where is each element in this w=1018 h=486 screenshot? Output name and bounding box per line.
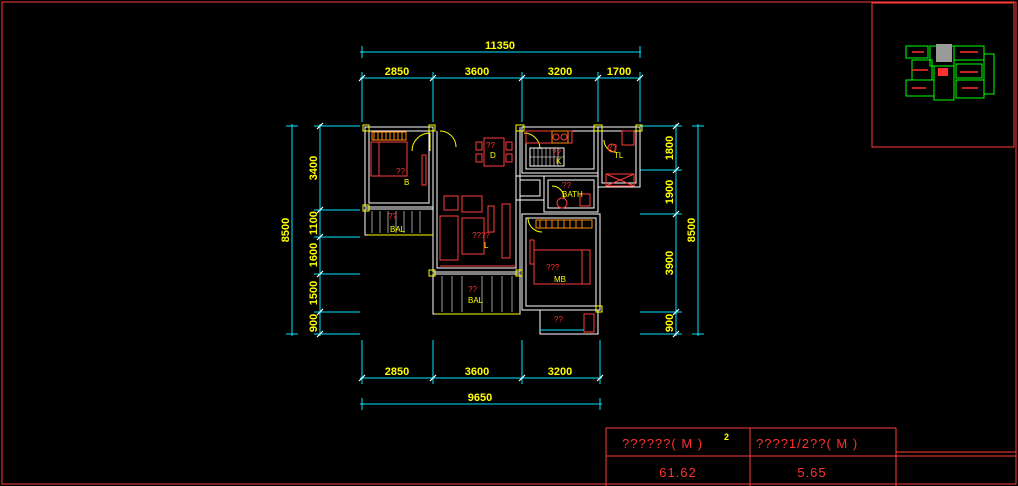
doors [411, 130, 617, 233]
room-balcony-bottom-name: ?? [468, 285, 477, 294]
room-store-name: ?? [554, 315, 563, 324]
area-value-1: 61.62 [659, 465, 697, 480]
room-bedroom-code: B [404, 178, 409, 187]
dim-right-3: 3900 [664, 251, 676, 275]
room-kitchen-code: K [556, 157, 562, 166]
dim-left-overall: 8500 [280, 218, 292, 242]
area-header-2: ????1/2??( M ) [756, 436, 858, 451]
dim-left-2: 1100 [308, 211, 320, 235]
room-living-code: L [484, 241, 489, 250]
dim-bottom-1: 2850 [385, 366, 409, 378]
dim-top-4: 1700 [607, 66, 631, 78]
room-balcony-left-code: BAL [390, 225, 406, 234]
dim-left-4: 1500 [308, 281, 320, 305]
room-master-name: ??? [546, 263, 560, 272]
room-balcony-left-name: ?? [388, 212, 397, 221]
area-value-2: 5.65 [797, 465, 826, 480]
room-bath-name: ?? [562, 181, 571, 190]
room-labels: ?? B ?? D ???? L ?? K ?? TL ?? BATH ??? … [388, 141, 624, 324]
dim-right-1: 1800 [664, 136, 676, 160]
dim-top-3: 3200 [548, 66, 572, 78]
dim-left-5: 900 [308, 314, 320, 332]
dim-bottom-overall: 9650 [468, 392, 492, 404]
room-balcony-bottom-code: BAL [468, 296, 484, 305]
room-toilet-name: ?? [608, 143, 617, 152]
area-header-1-unit: 2 [724, 432, 729, 442]
area-header-1: ??????( M ) [622, 436, 703, 451]
dim-top-2: 3600 [465, 66, 489, 78]
room-living-name: ???? [472, 231, 490, 240]
dim-bottom-2: 3600 [465, 366, 489, 378]
area-table: ??????( M ) 2 ????1/2??( M ) 61.62 5.65 [605, 427, 1016, 486]
dim-top-1: 2850 [385, 66, 409, 78]
dim-right-2: 1900 [664, 180, 676, 204]
furniture [370, 130, 635, 333]
dimension-text: 11350 2850 3600 3200 1700 2850 3600 3200… [280, 40, 698, 404]
room-toilet-code: TL [614, 151, 624, 160]
structure-columns [362, 124, 643, 315]
dim-right-overall: 8500 [686, 218, 698, 242]
room-dining-name: ?? [486, 141, 495, 150]
room-master-code: MB [554, 275, 566, 284]
room-kitchen-name: ?? [552, 148, 561, 157]
dim-top-overall: 11350 [485, 40, 515, 52]
dim-left-3: 1600 [308, 243, 320, 267]
dim-left-1: 3400 [308, 156, 320, 180]
room-dining-code: D [490, 151, 496, 160]
dimension-ticks [316, 74, 680, 382]
room-bath-code: BATH [562, 190, 583, 199]
dimension-lines [286, 46, 704, 410]
room-bedroom-name: ?? [396, 167, 405, 176]
key-plan [871, 2, 1015, 148]
dim-right-4: 900 [664, 314, 676, 332]
dim-bottom-3: 3200 [548, 366, 572, 378]
